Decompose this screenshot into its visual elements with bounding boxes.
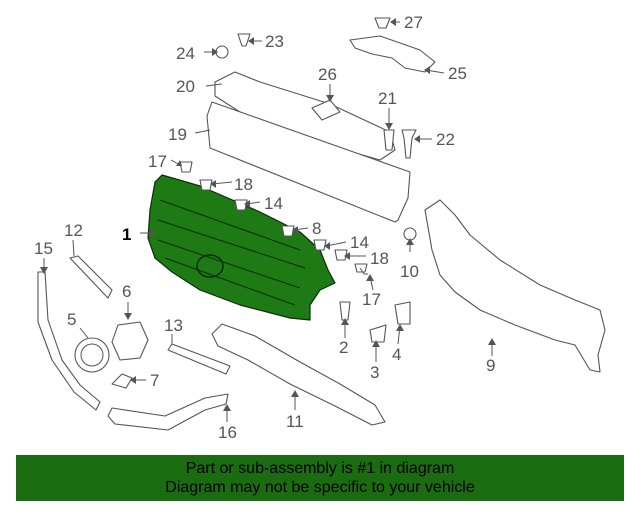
callout-14b: 14 <box>350 233 369 252</box>
callout-2: 2 <box>339 338 348 357</box>
callout-1: 1 <box>122 225 131 244</box>
callout-22: 22 <box>436 130 455 149</box>
part-16-molding <box>107 393 229 431</box>
part-26-label <box>311 99 341 121</box>
part-20-bracket <box>214 71 396 161</box>
callout-3: 3 <box>370 363 379 382</box>
part-1-emblem-ring <box>196 254 224 278</box>
callout-17b: 17 <box>362 290 381 309</box>
callout-8: 8 <box>312 219 321 238</box>
callout-20: 20 <box>176 77 195 96</box>
info-banner: Part or sub-assembly is #1 in diagram Di… <box>16 455 624 501</box>
callout-25: 25 <box>448 64 467 83</box>
part-12-molding <box>69 255 113 299</box>
callout-7: 7 <box>150 371 159 390</box>
part-9-reinforcement <box>424 199 606 373</box>
part-11-deflector <box>211 323 386 426</box>
callout-26: 26 <box>318 65 337 84</box>
part-13-trim <box>167 343 231 375</box>
part-6-bracket <box>111 321 149 361</box>
callout-4: 4 <box>392 345 401 364</box>
parts-diagram: 1 2 3 4 5 6 7 8 9 10 11 12 13 14 14 15 1… <box>34 13 606 442</box>
callout-5: 5 <box>67 310 76 329</box>
callout-24: 24 <box>176 44 195 63</box>
callout-21: 21 <box>378 89 397 108</box>
callout-19: 19 <box>168 125 187 144</box>
callout-14a: 14 <box>264 194 283 213</box>
callout-6: 6 <box>122 282 131 301</box>
banner-line-1: Part or sub-assembly is #1 in diagram <box>185 460 455 477</box>
callout-23: 23 <box>265 32 284 51</box>
callout-12: 12 <box>64 221 83 240</box>
arrowheads <box>40 18 496 411</box>
callout-18b: 18 <box>370 249 389 268</box>
part-5-emblem <box>74 337 110 373</box>
part-15-strip <box>37 271 101 411</box>
callout-labels: 1 2 3 4 5 6 7 8 9 10 11 12 13 14 14 15 1… <box>34 13 495 442</box>
callout-16: 16 <box>218 423 237 442</box>
callout-10: 10 <box>400 262 419 281</box>
callout-9: 9 <box>486 356 495 375</box>
callout-27: 27 <box>404 13 423 32</box>
part-7-clip <box>111 373 133 389</box>
part-25-shield <box>349 35 436 73</box>
callout-15: 15 <box>34 239 53 258</box>
callout-13: 13 <box>164 316 183 335</box>
fasteners <box>179 17 417 343</box>
callout-17a: 17 <box>148 152 167 171</box>
part-19-seal <box>206 101 411 223</box>
grille-slats <box>157 199 306 306</box>
callout-18a: 18 <box>234 175 253 194</box>
banner-line-2: Diagram may not be specific to your vehi… <box>165 479 475 496</box>
callout-11: 11 <box>286 412 304 431</box>
